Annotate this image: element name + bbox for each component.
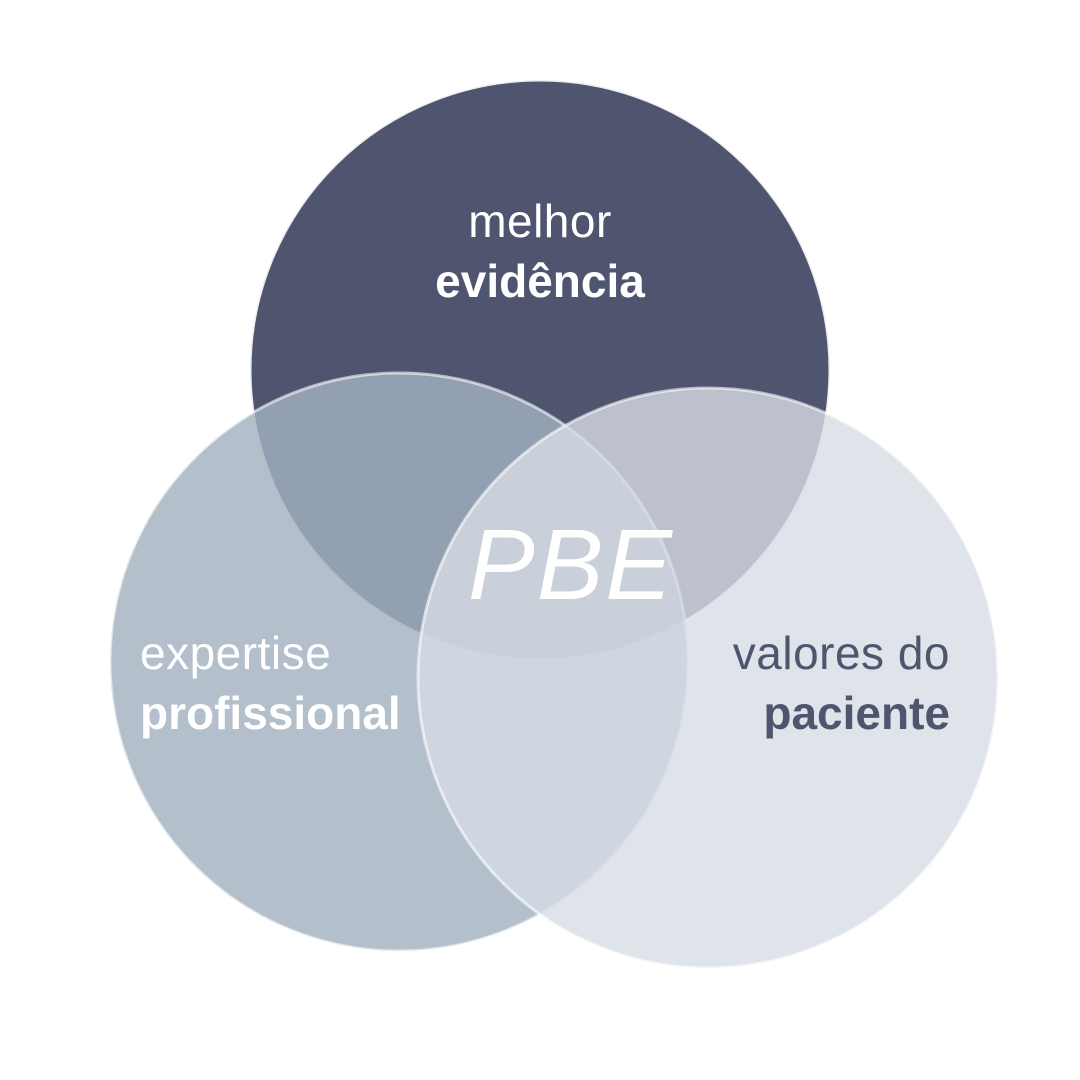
label-expertise-profissional: expertise profissional — [140, 630, 401, 736]
circle-valores-do-paciente — [416, 386, 1000, 970]
center-label-pbe: PBE — [468, 509, 675, 621]
label-line2: profissional — [140, 687, 401, 739]
label-melhor-evidencia: melhor evidência — [435, 198, 645, 304]
label-line2: evidência — [435, 255, 645, 307]
label-valores-do-paciente: valores do paciente — [733, 630, 950, 736]
label-line1: expertise — [140, 627, 332, 679]
label-line1: melhor — [468, 195, 612, 247]
label-line2: paciente — [763, 687, 950, 739]
label-line1: valores do — [732, 627, 950, 679]
